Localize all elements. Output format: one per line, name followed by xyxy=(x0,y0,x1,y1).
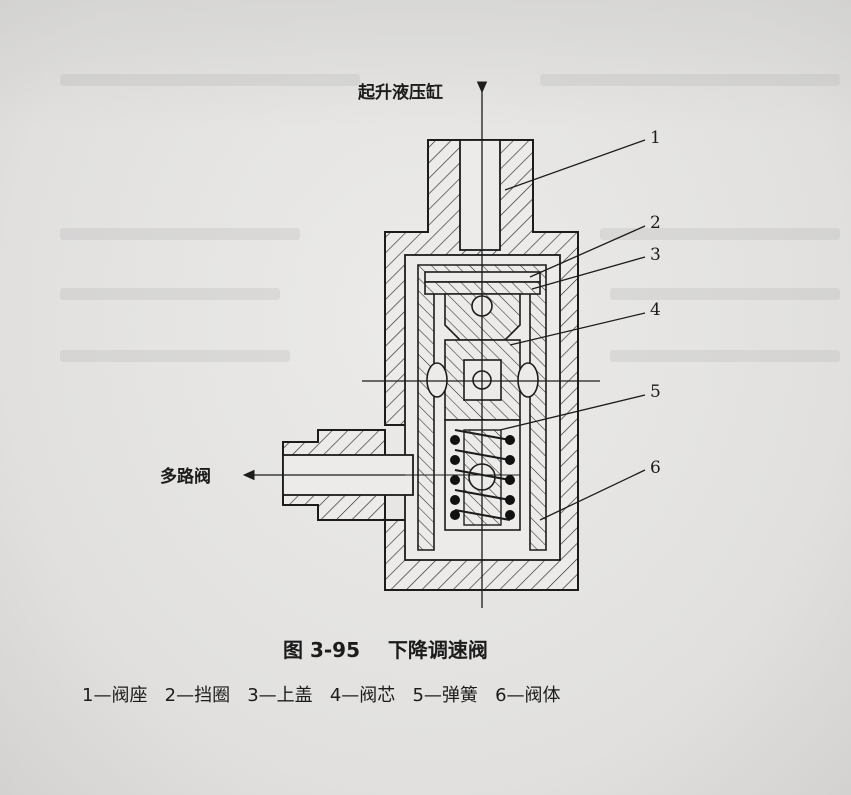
figure-caption: 图 3-95 下降调速阀 xyxy=(283,638,488,662)
bleed-through-line xyxy=(610,288,840,300)
bleed-through-line xyxy=(600,228,840,240)
bleed-through-line xyxy=(60,288,280,300)
spring-coil-sections xyxy=(450,435,515,520)
bleed-through-line xyxy=(610,350,840,362)
left-port-label: 多路阀 xyxy=(160,467,211,487)
bleed-through-line xyxy=(60,350,290,362)
callout-number-2: 2 xyxy=(650,213,661,233)
bleed-through-line xyxy=(60,228,300,240)
bleed-through-line xyxy=(60,74,360,86)
callout-number-3: 3 xyxy=(650,245,661,265)
callout-number-5: 5 xyxy=(650,382,661,402)
callout-number-6: 6 xyxy=(650,458,661,478)
side-port-left xyxy=(426,362,448,398)
callout-leader-lines xyxy=(499,139,646,521)
figure-legend: 1—阀座 2—挡圈 3—上盖 4—阀芯 5—弹簧 6—阀体 xyxy=(82,685,561,706)
callout-number-4: 4 xyxy=(650,300,661,320)
callout-number-1: 1 xyxy=(650,128,661,148)
top-port-label: 起升液压缸 xyxy=(358,83,443,103)
top-port-bore xyxy=(459,139,501,251)
side-port-right xyxy=(517,362,539,398)
bleed-through-line xyxy=(540,74,840,86)
